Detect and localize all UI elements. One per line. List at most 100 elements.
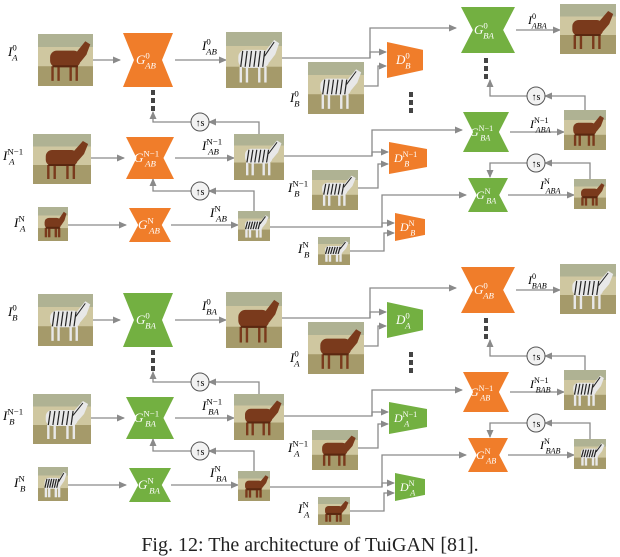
svg-text:↑s: ↑s (532, 419, 541, 430)
top-upsample-cycle-N: ↑s (526, 153, 546, 173)
bottom-arrow-outN-discN (270, 479, 395, 488)
top-output-image-0 (226, 32, 282, 88)
bottom-arrow-real0-disc0 (364, 322, 387, 347)
bottom-discriminator-N-1 (389, 402, 427, 434)
top-arrow-upsample-cycleN1 (486, 162, 527, 178)
bottom-real-image-0 (308, 322, 364, 374)
bottom-real-image-N (318, 497, 350, 525)
top-arrow-outN1-upsample (208, 118, 260, 134)
bottom-arrow-cycleNout-upsample (544, 419, 591, 439)
bottom-arrow-upsample-gen0 (149, 371, 191, 383)
top-arrow-cycleN1out-upsample (544, 92, 586, 110)
top-arrow-upsample-cycle0 (486, 79, 527, 97)
svg-text:↑s: ↑s (196, 187, 205, 198)
top-cycle-generator-N-1 (463, 112, 509, 152)
bottom-upsample-cycle: ↑s (526, 346, 546, 366)
top-generator-0 (123, 33, 173, 87)
bottom-output-image-N (238, 471, 270, 501)
top-arrow-out0-cycle0 (369, 24, 457, 58)
top-cycle-output-image-0 (560, 4, 616, 54)
top-discriminator-N-1 (389, 142, 427, 174)
bottom-arrow-upsample-cycle0 (486, 339, 527, 357)
bottom-cycle-generator-N-1 (463, 372, 509, 412)
bottom-output-image-0 (226, 292, 282, 348)
bottom-discriminator-0 (387, 302, 423, 338)
bottom-arrow-realN1-discN1 (358, 420, 389, 449)
top-input-image-0 (38, 34, 93, 86)
top-upsample-cycle: ↑s (526, 86, 546, 106)
top-upsample-generator: ↑s (190, 112, 210, 132)
svg-text:↑s: ↑s (532, 352, 541, 363)
top-cycle-output-image-N-1 (564, 110, 606, 150)
top-generator-N-1 (126, 137, 174, 179)
bottom-dots-cycle (484, 318, 488, 339)
top-arrow-upsample-genN1 (149, 178, 191, 192)
bottom-arrow-realN-discN (350, 489, 395, 512)
top-discriminator-N (395, 213, 425, 241)
bottom-arrow-outN-cycleN (381, 451, 467, 487)
bottom-arrow-out0-cycle0 (369, 284, 457, 318)
bottom-input-image-N (38, 467, 68, 501)
bottom-generator-N (129, 468, 171, 502)
bottom-arrow-cycleN1out-upsample (544, 352, 586, 370)
top-generator-N (129, 208, 171, 242)
bottom-generator-N-1 (126, 397, 174, 439)
top-arrow-outN-discN (270, 219, 395, 228)
top-arrow-outN1-cycleN1 (371, 126, 463, 156)
bottom-upsample-generator-N: ↑s (190, 441, 210, 461)
top-real-image-N-1 (312, 170, 358, 210)
top-dots-generator (151, 90, 155, 111)
top-cycle-output-image-N (574, 179, 606, 209)
bottom-arrow-outN1-cycleN1 (371, 386, 463, 416)
top-input-image-N-1 (33, 134, 91, 184)
bottom-cycle-output-image-N (574, 439, 606, 469)
bottom-cycle-output-image-0 (560, 264, 616, 314)
bottom-cycle-output-image-N-1 (564, 370, 606, 410)
top-upsample-generator-N: ↑s (190, 181, 210, 201)
svg-text:↑s: ↑s (196, 447, 205, 458)
top-real-image-0 (308, 62, 364, 114)
top-arrow-realN-discN (350, 229, 395, 252)
bottom-upsample-cycle-N: ↑s (526, 413, 546, 433)
top-cycle-generator-0 (461, 7, 515, 53)
bottom-cycle-generator-N (468, 438, 508, 472)
bottom-real-image-N-1 (312, 430, 358, 470)
top-arrow-cycleNout-upsample (544, 159, 591, 179)
bottom-input-image-N-1 (33, 394, 91, 444)
top-output-image-N (238, 211, 270, 241)
top-output-image-N-1 (234, 134, 284, 180)
svg-text:↑s: ↑s (196, 118, 205, 129)
top-input-image-N (38, 207, 68, 241)
bottom-generator-0 (123, 293, 173, 347)
